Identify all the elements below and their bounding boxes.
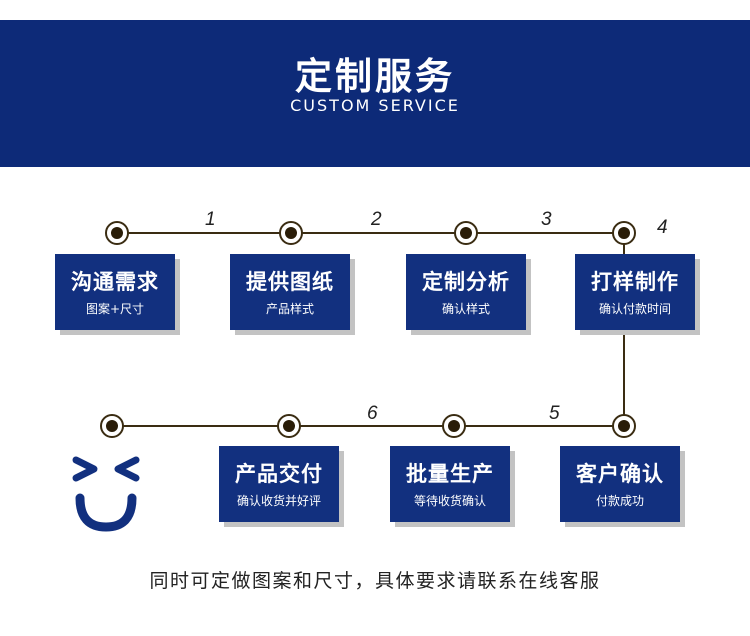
step-title: 定制分析: [422, 270, 510, 294]
step-title: 批量生产: [406, 462, 494, 486]
step-title: 打样制作: [591, 270, 679, 294]
step-title: 沟通需求: [71, 270, 159, 294]
step-box-production: 批量生产 等待收货确认: [390, 446, 510, 522]
footer-note: 同时可定做图案和尺寸，具体要求请联系在线客服: [149, 570, 601, 592]
step-number-3: 3: [541, 209, 552, 230]
node-icon: [105, 221, 129, 245]
page-title: 定制服务: [295, 55, 455, 98]
step-box-sample: 打样制作 确认付款时间: [575, 254, 695, 330]
step-box-communicate: 沟通需求 图案+尺寸: [55, 254, 175, 330]
step-box-analysis: 定制分析 确认样式: [406, 254, 526, 330]
step-number-5: 5: [549, 403, 560, 424]
step-title: 提供图纸: [246, 270, 334, 294]
step-subtitle: 付款成功: [595, 494, 644, 508]
step-box-drawing: 提供图纸 产品样式: [230, 254, 350, 330]
node-icon: [277, 414, 301, 438]
node-icon: [612, 414, 636, 438]
step-subtitle: 等待收货确认: [413, 494, 486, 508]
step-box-confirm: 客户确认 付款成功: [560, 446, 680, 522]
step-subtitle: 确认样式: [441, 302, 490, 316]
step-number-2: 2: [371, 209, 382, 230]
smiley-face-icon: [72, 456, 140, 532]
step-subtitle: 产品样式: [265, 302, 314, 316]
node-icon: [454, 221, 478, 245]
step-number-4: 4: [657, 217, 668, 238]
header-banner: [0, 20, 750, 167]
step-title: 产品交付: [235, 462, 323, 486]
step-box-delivery: 产品交付 确认收货并好评: [219, 446, 339, 522]
node-icon: [612, 221, 636, 245]
step-number-1: 1: [205, 209, 216, 230]
node-icon: [279, 221, 303, 245]
node-icon: [100, 414, 124, 438]
step-subtitle: 确认付款时间: [598, 302, 671, 316]
step-number-6: 6: [367, 403, 378, 424]
node-icon: [442, 414, 466, 438]
step-title: 客户确认: [576, 462, 664, 486]
page-subtitle: CUSTOM SERVICE: [290, 96, 460, 115]
step-subtitle: 确认收货并好评: [236, 494, 321, 508]
step-subtitle: 图案+尺寸: [85, 302, 145, 316]
